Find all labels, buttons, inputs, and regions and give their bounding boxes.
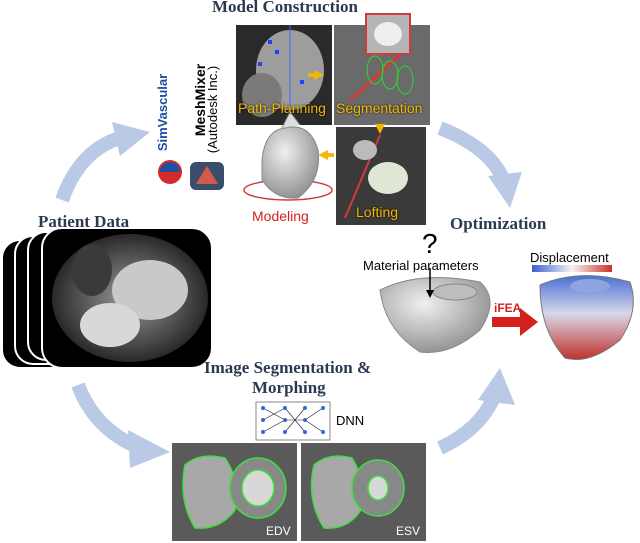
esv-image <box>301 443 426 541</box>
path-planning-label: Path-Planning <box>238 100 326 116</box>
dnn-network-icon <box>255 401 331 441</box>
arrow-path-to-seg <box>314 70 324 80</box>
material-parameters-label: Material parameters <box>363 258 479 273</box>
arrow-seg-to-loft <box>375 124 385 134</box>
meshmixer-vendor-label: (Autodesk Inc.) <box>205 65 221 154</box>
modeling-label: Modeling <box>252 208 309 224</box>
question-mark: ? <box>422 228 438 259</box>
grey-heart-model <box>379 268 491 354</box>
ifea-label: iFEA <box>494 301 522 315</box>
edv-image <box>172 443 297 541</box>
patient-data-title: Patient Data <box>38 212 130 231</box>
simvascular-label: SimVascular <box>155 73 171 152</box>
ct-image-stack <box>1 227 213 369</box>
esv-label: ESV <box>396 524 421 538</box>
segmentation-label: Segmentation <box>336 100 423 116</box>
cycle-arrow-patient-to-segmentation <box>71 382 170 468</box>
ifea-arrow <box>492 308 538 336</box>
dnn-label: DNN <box>336 413 365 428</box>
arrow-loft-to-model <box>318 150 328 160</box>
path-planning-image <box>236 25 332 125</box>
displacement-label: Displacement <box>530 250 609 265</box>
segmentation-image <box>334 13 430 125</box>
image-segmentation-title: Image Segmentation & <box>204 358 372 377</box>
cycle-arrow-segmentation-to-optimization <box>436 368 515 455</box>
lofting-label: Lofting <box>356 204 399 220</box>
morphing-title: Morphing <box>252 378 326 397</box>
displacement-heart-model <box>539 275 634 360</box>
cycle-arrow-model-to-optimization <box>437 121 522 208</box>
model-construction-title: Model Construction <box>212 0 358 16</box>
heart-model-image <box>243 111 333 201</box>
cycle-arrow-patient-to-model <box>55 122 150 203</box>
edv-label: EDV <box>266 524 291 538</box>
lofting-image <box>336 127 426 225</box>
simvascular-logo <box>158 160 182 184</box>
meshmixer-logo <box>190 162 224 190</box>
optimization-title: Optimization <box>450 214 547 233</box>
displacement-colorbar <box>532 265 612 272</box>
